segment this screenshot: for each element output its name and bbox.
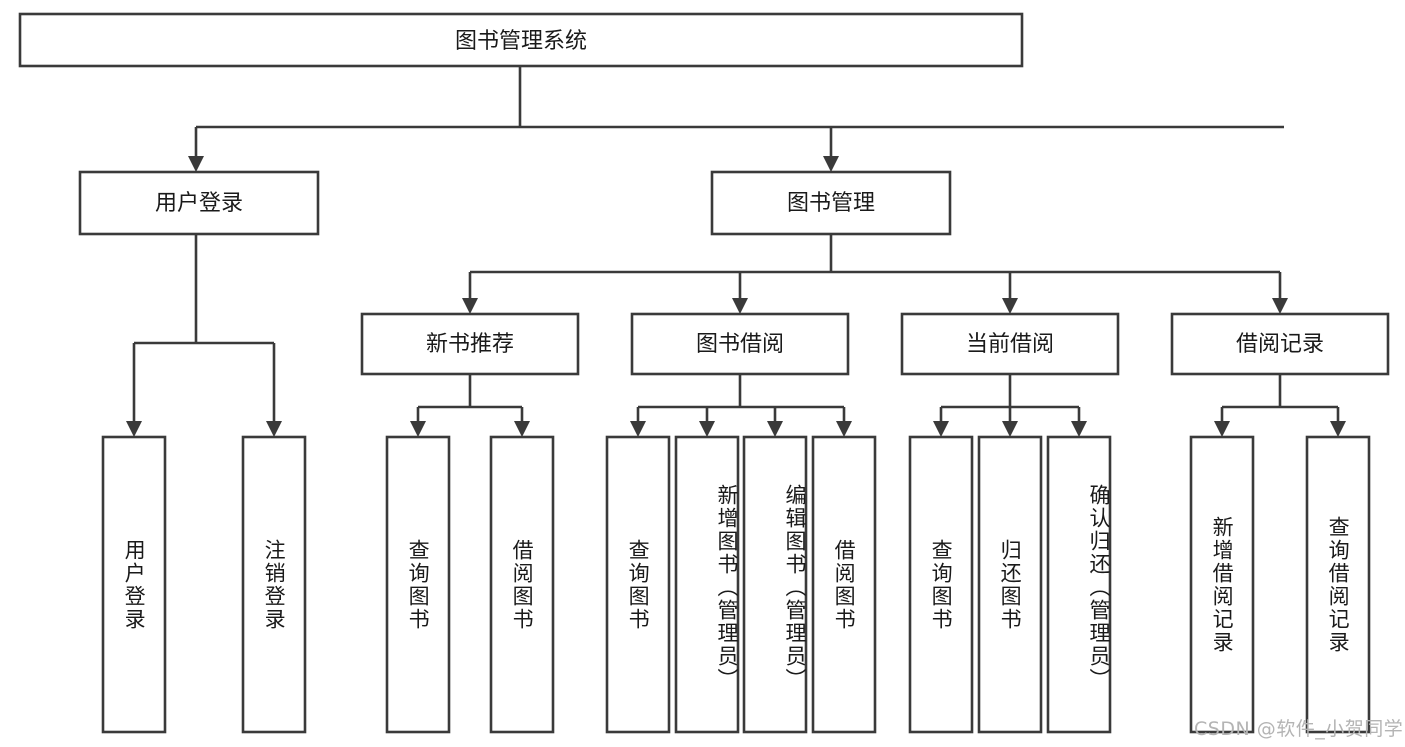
connector-borrowrecord-to-leaves	[1214, 374, 1346, 437]
node-borrow-record[interactable]: 借阅记录	[1170, 312, 1390, 376]
node-book-borrow[interactable]: 图书借阅	[630, 312, 850, 376]
node-book-borrow-label: 图书借阅	[696, 332, 784, 357]
connector-bookmanage-to-level2	[462, 234, 1288, 314]
node-book-manage[interactable]: 图书管理	[710, 170, 952, 236]
leaf-box-return-book[interactable]	[977, 435, 1043, 734]
leaf-box-query-book-2[interactable]	[605, 435, 671, 734]
connector-newbook-to-leaves	[410, 374, 530, 437]
node-current-borrow[interactable]: 当前借阅	[900, 312, 1120, 376]
leaf-box-query-book-1[interactable]	[385, 435, 451, 734]
node-user-login-label: 用户登录	[155, 191, 243, 216]
node-user-login[interactable]: 用户登录	[78, 170, 320, 236]
leaf-box-user-logout[interactable]	[241, 435, 307, 734]
leaf-box-edit-book[interactable]	[742, 435, 808, 734]
node-root-label: 图书管理系统	[455, 29, 587, 54]
node-current-borrow-label: 当前借阅	[966, 332, 1054, 357]
node-book-manage-label: 图书管理	[787, 191, 875, 216]
node-borrow-record-label: 借阅记录	[1236, 332, 1324, 357]
leaf-box-confirm-return[interactable]	[1046, 435, 1112, 734]
connector-userlogin-to-leaves	[126, 234, 282, 437]
connector-root-to-level1	[188, 66, 1284, 172]
connector-bookborrow-to-leaves	[630, 374, 852, 437]
leaf-box-add-book[interactable]	[674, 435, 740, 734]
connector-currentborrow-to-leaves	[933, 374, 1087, 437]
leaf-box-borrow-book-2[interactable]	[811, 435, 877, 734]
node-root[interactable]: 图书管理系统	[18, 12, 1024, 68]
node-new-book-rec[interactable]: 新书推荐	[360, 312, 580, 376]
leaf-box-borrow-book-1[interactable]	[489, 435, 555, 734]
leaf-box-user-login[interactable]	[101, 435, 167, 734]
leaf-box-add-record[interactable]	[1189, 435, 1255, 734]
leaf-box-query-book-3[interactable]	[908, 435, 974, 734]
node-new-book-rec-label: 新书推荐	[426, 332, 514, 357]
csdn-watermark: CSDN @软件_小贺同学	[1194, 718, 1404, 740]
leaf-box-query-record[interactable]	[1305, 435, 1371, 734]
